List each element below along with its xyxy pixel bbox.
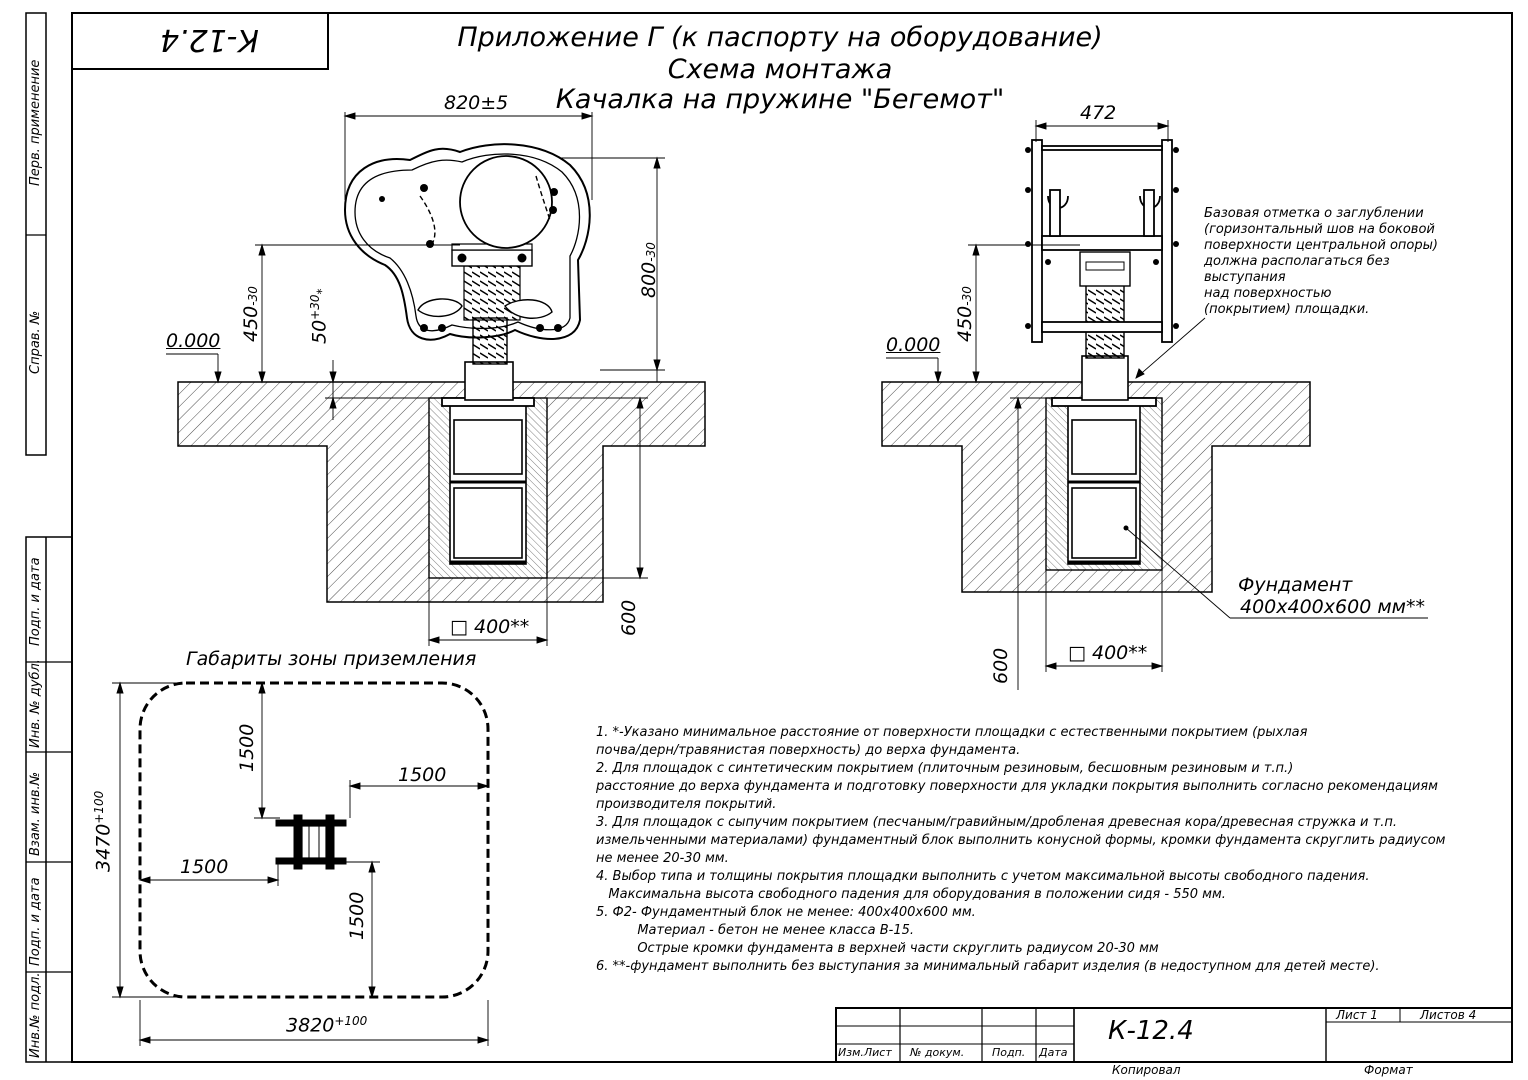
note-line: измельченными материалами) фундаментный … bbox=[596, 833, 1446, 848]
base-mark-note: Базовая отметка о заглублении (горизонта… bbox=[1204, 206, 1438, 317]
landing-zone-outline bbox=[138, 681, 490, 999]
side-label-inv-podl: Инв.№ подл. bbox=[28, 972, 43, 1058]
note-line: Материал - бетон не менее класса В-15. bbox=[596, 923, 915, 938]
side-label-perv-primen: Перв. применение bbox=[28, 59, 43, 186]
front-embedded-frame bbox=[441, 397, 535, 565]
note-line: 3. Для площадок с сыпучим покрытием (пес… bbox=[596, 815, 1397, 830]
note-line: производителя покрытий. bbox=[596, 797, 777, 812]
front-width-dim: 820±5 bbox=[444, 92, 509, 114]
zone-dim-right: 1500 bbox=[398, 764, 447, 786]
side-spring bbox=[1079, 251, 1131, 401]
title-block-n-dokum: № докум. bbox=[910, 1046, 965, 1059]
front-spring bbox=[451, 243, 533, 401]
note-line: расстояние до верха фундамента и подгото… bbox=[596, 779, 1438, 794]
title-block-listov: Листов 4 bbox=[1420, 1008, 1477, 1022]
note-line: Максимальна высота свободного падения дл… bbox=[596, 887, 1226, 902]
side-dimensions bbox=[886, 120, 1428, 690]
landing-zone bbox=[112, 681, 490, 1046]
side-label-podp-data-1: Подп. и дата bbox=[28, 557, 43, 646]
front-gap-dim: 50+30* bbox=[308, 288, 331, 344]
foundation-label-2: 400х400х600 мм** bbox=[1240, 596, 1425, 618]
zone-height: 3470+100 bbox=[92, 790, 115, 872]
zone-title: Габариты зоны приземления bbox=[186, 648, 477, 670]
side-view bbox=[881, 120, 1428, 690]
side-label-podp-data-2: Подп. и дата bbox=[28, 877, 43, 966]
zone-dim-left: 1500 bbox=[180, 856, 229, 878]
side-seat-frame bbox=[1031, 139, 1173, 343]
note-line: 1. *-Указано минимальное расстояние от п… bbox=[596, 725, 1308, 740]
side-label-vzam-inv: Взам. инв.№ bbox=[28, 771, 43, 856]
title-block-kopiroval: Копировал bbox=[1112, 1063, 1181, 1077]
zone-equipment-plan bbox=[275, 814, 347, 870]
title-block-list: Лист 1 bbox=[1336, 1008, 1378, 1022]
hippo-handles bbox=[417, 175, 553, 319]
side-embedded-frame bbox=[1051, 397, 1157, 565]
side-width-dim: 472 bbox=[1080, 102, 1117, 124]
title-block-podp: Подп. bbox=[992, 1046, 1026, 1059]
title-block-izm-list: Изм.Лист bbox=[838, 1046, 892, 1059]
side-foundation-width: □ 400** bbox=[1068, 642, 1148, 664]
front-dimensions bbox=[166, 112, 665, 646]
front-height-dim: 800-30 bbox=[638, 242, 660, 298]
title-line-1: Приложение Г (к паспорту на оборудование… bbox=[457, 22, 1103, 53]
title-block-data: Дата bbox=[1039, 1046, 1068, 1059]
title-block-format: Формат bbox=[1364, 1063, 1413, 1077]
sheet-frame bbox=[25, 12, 1513, 1063]
stamp-code: К-12.4 bbox=[160, 22, 259, 57]
front-foundation-depth: 600 bbox=[618, 599, 640, 636]
note-line: 5. Ф2- Фундаментный блок не менее: 400х4… bbox=[596, 905, 976, 920]
front-foundation-width: □ 400** bbox=[450, 616, 530, 638]
note-line: Острые кромки фундамента в верхней части… bbox=[596, 941, 1159, 956]
installation-notes: 1. *-Указано минимальное расстояние от п… bbox=[596, 724, 1506, 976]
title-block-code: К-12.4 bbox=[1108, 1016, 1194, 1046]
zone-dim-top: 1500 bbox=[236, 723, 258, 772]
side-label-sprav: Справ. № bbox=[28, 310, 43, 374]
title-line-2: Схема монтажа bbox=[667, 54, 893, 85]
zone-width: 3820+100 bbox=[286, 1014, 368, 1037]
foundation-label-1: Фундамент bbox=[1238, 574, 1353, 596]
side-spring-dim: 450-30 bbox=[954, 286, 976, 342]
side-seat-bolts bbox=[1025, 147, 1179, 531]
note-line: почва/дерн/травянистая поверхность) до в… bbox=[596, 743, 1021, 758]
hippo-body bbox=[343, 143, 591, 341]
side-label-inv-dubl: Инв. № дубл. bbox=[28, 659, 43, 748]
note-line: не менее 20-30 мм. bbox=[596, 851, 729, 866]
hippo-bolts bbox=[379, 184, 562, 332]
zone-dim-bottom: 1500 bbox=[346, 891, 368, 940]
front-view bbox=[166, 112, 706, 646]
side-foundation-depth: 600 bbox=[990, 647, 1012, 684]
side-level: 0.000 bbox=[886, 334, 941, 356]
hippo-eye-ring bbox=[459, 155, 553, 249]
note-line: 4. Выбор типа и толщины покрытия площадк… bbox=[596, 869, 1370, 884]
note-line: 2. Для площадок с синтетическим покрытие… bbox=[596, 761, 1294, 776]
title-block bbox=[835, 1007, 1513, 1063]
front-spring-dim: 450-30 bbox=[240, 286, 262, 342]
note-line: 6. **-фундамент выполнить без выступания… bbox=[596, 959, 1380, 974]
zone-dimensions bbox=[112, 681, 490, 1046]
title-line-3: Качалка на пружине "Бегемот" bbox=[555, 84, 1005, 115]
front-level: 0.000 bbox=[166, 330, 221, 352]
